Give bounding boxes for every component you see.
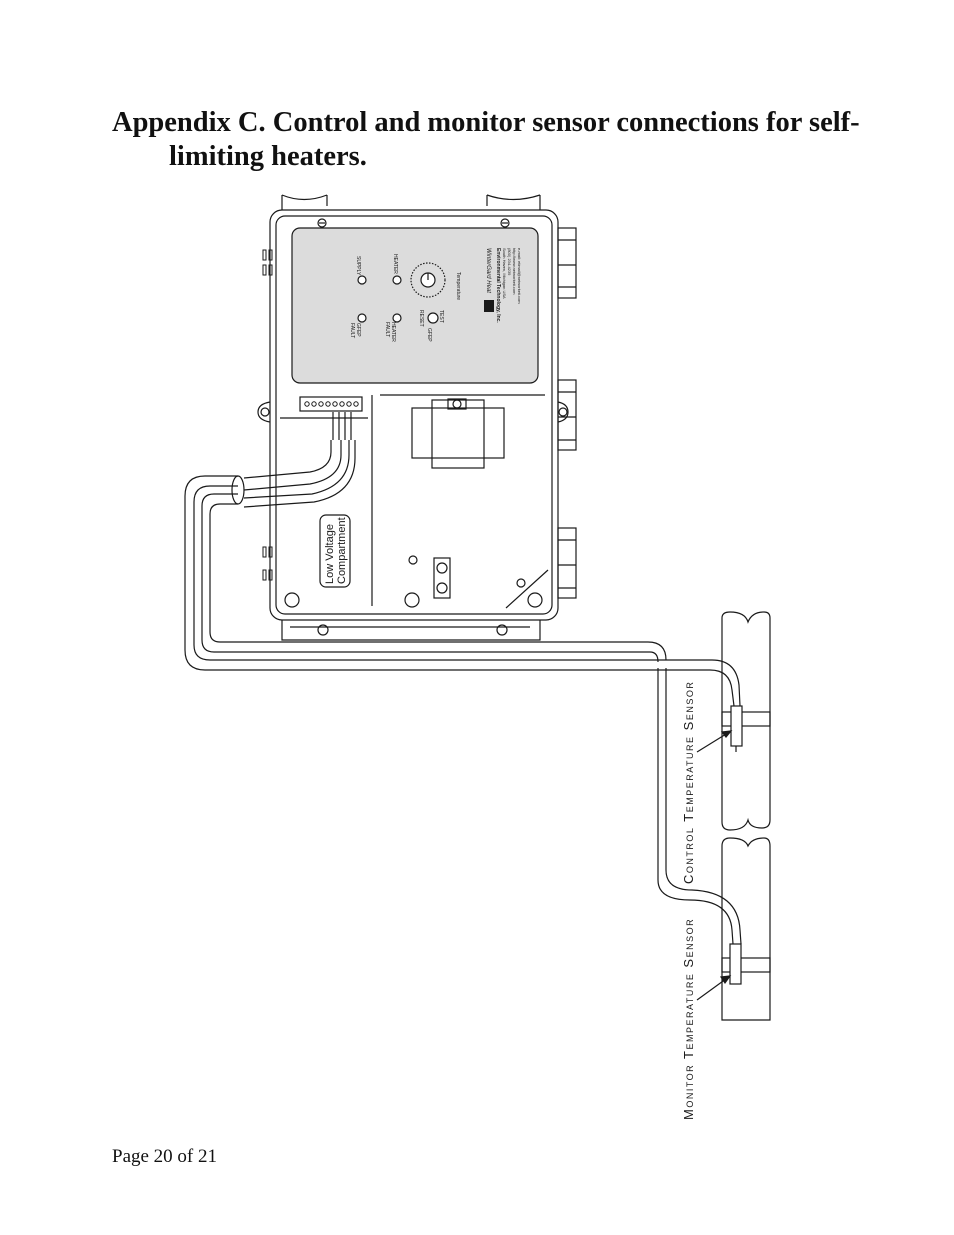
gfep-fault-label: GFEP FAULT bbox=[349, 323, 361, 338]
heater-pipe-upper bbox=[721, 611, 771, 831]
controller-enclosure bbox=[257, 209, 577, 641]
control-sensor-label: Control Temperature Sensor bbox=[681, 681, 696, 884]
internal-components bbox=[280, 394, 549, 609]
company-email: e-mail: etimail@networketi.com bbox=[517, 248, 522, 304]
screw-icon bbox=[500, 218, 510, 228]
screw-icon bbox=[496, 624, 508, 636]
page-heading: Appendix C. Control and monitor sensor c… bbox=[112, 106, 872, 174]
test-label: TEST bbox=[438, 310, 444, 323]
heading-line-2: limiting heaters. bbox=[169, 141, 367, 172]
heading-line-1: Appendix C. Control and monitor sensor c… bbox=[112, 107, 860, 138]
heater-pipe-lower bbox=[721, 837, 771, 1021]
leader-lines bbox=[696, 730, 733, 1001]
company-web: http://www.networketi.com bbox=[512, 248, 517, 295]
reset-label: RESET bbox=[418, 310, 424, 327]
screw-icon bbox=[408, 555, 418, 565]
compartment-label-line2: Compartment bbox=[336, 517, 348, 584]
temperature-dial-icon bbox=[410, 262, 446, 298]
screw-icon bbox=[516, 578, 526, 588]
monitor-sensor-label: Monitor Temperature Sensor bbox=[681, 918, 696, 1120]
gfep-fault-led-icon bbox=[357, 313, 367, 323]
compartment-label-line1: Low Voltage bbox=[324, 524, 336, 584]
screw-icon bbox=[284, 592, 300, 608]
monitor-sensor-probe-icon bbox=[729, 943, 742, 985]
company-phone: (800) 234-4239 bbox=[507, 248, 512, 276]
screw-icon bbox=[527, 592, 543, 608]
screw-icon bbox=[317, 624, 329, 636]
sensor-cables bbox=[184, 475, 742, 945]
svg-text:Low Voltage: Low Voltage bbox=[324, 524, 336, 584]
heater-fault-label: HEATER FAULT bbox=[384, 322, 396, 343]
terminal-block bbox=[299, 396, 363, 412]
low-voltage-compartment-label: Low Voltage Compartment bbox=[319, 514, 351, 588]
gfep-label: GFEP bbox=[355, 323, 361, 337]
brand-name: WinterGard Heat bbox=[485, 248, 491, 293]
company-location: South Haven, Michigan USA bbox=[502, 248, 507, 299]
company-name: Environmental Technology, Inc. bbox=[495, 248, 501, 323]
svg-text:Compartment: Compartment bbox=[336, 517, 348, 584]
page-number: Page 20 of 21 bbox=[112, 1146, 218, 1167]
heater-led-icon bbox=[392, 275, 402, 285]
company-logo bbox=[484, 300, 494, 312]
control-sensor-probe-icon bbox=[730, 705, 743, 747]
supply-led-icon bbox=[357, 275, 367, 285]
test-button-icon bbox=[427, 312, 439, 324]
sensor-wires-internal bbox=[231, 412, 356, 508]
heater-fault-led-icon bbox=[392, 313, 402, 323]
monitor-sensor-clamp bbox=[721, 957, 771, 973]
supply-label: SUPPLY bbox=[355, 256, 361, 276]
gfep-test-label: GFEP bbox=[426, 328, 432, 342]
top-mounting-tabs bbox=[281, 194, 541, 210]
transformer bbox=[411, 407, 505, 459]
control-sensor-clamp bbox=[721, 711, 771, 727]
heater-label: HEATER bbox=[392, 254, 398, 274]
temperature-label: Temperature bbox=[455, 272, 461, 300]
front-panel bbox=[291, 227, 539, 384]
screw-icon bbox=[317, 218, 327, 228]
